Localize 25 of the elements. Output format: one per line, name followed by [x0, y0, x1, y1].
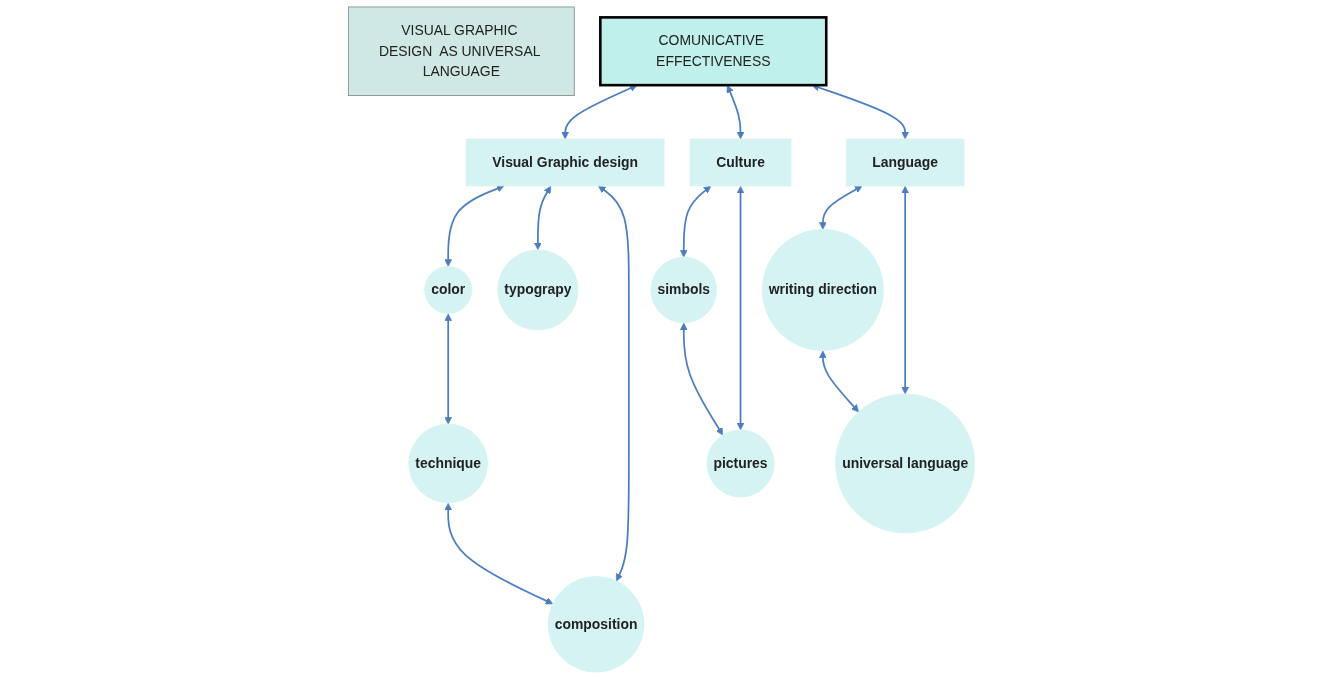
arrow: [736, 185, 745, 431]
node-box: Culture: [689, 138, 792, 187]
arrow: [598, 185, 630, 582]
arrow: [534, 185, 552, 251]
arrow: [819, 350, 859, 413]
node-circle: typograpy: [497, 249, 579, 331]
arrow: [444, 184, 505, 267]
node-circle: technique: [408, 423, 488, 504]
arrow: [679, 322, 724, 436]
arrow: [819, 185, 863, 230]
node-box: Language: [845, 138, 965, 187]
node-circle: composition: [547, 575, 645, 673]
arrow: [444, 502, 554, 605]
arrow: [726, 85, 745, 140]
arrow: [679, 185, 712, 258]
node-circle: simbols: [650, 256, 717, 324]
node-circle: pictures: [706, 429, 775, 498]
arrow: [901, 185, 909, 395]
node-circle: writing direction: [761, 228, 884, 351]
arrow: [444, 313, 452, 425]
node-box: Visual Graphic design: [465, 138, 665, 187]
node-box: COMUNICATIVE EFFECTIVENESS: [599, 16, 828, 87]
node-circle: universal language: [835, 393, 976, 534]
node-circle: color: [424, 266, 473, 314]
node-box: VISUAL GRAPHIC DESIGN AS UNIVERSAL LANGUAGE: [347, 6, 575, 96]
